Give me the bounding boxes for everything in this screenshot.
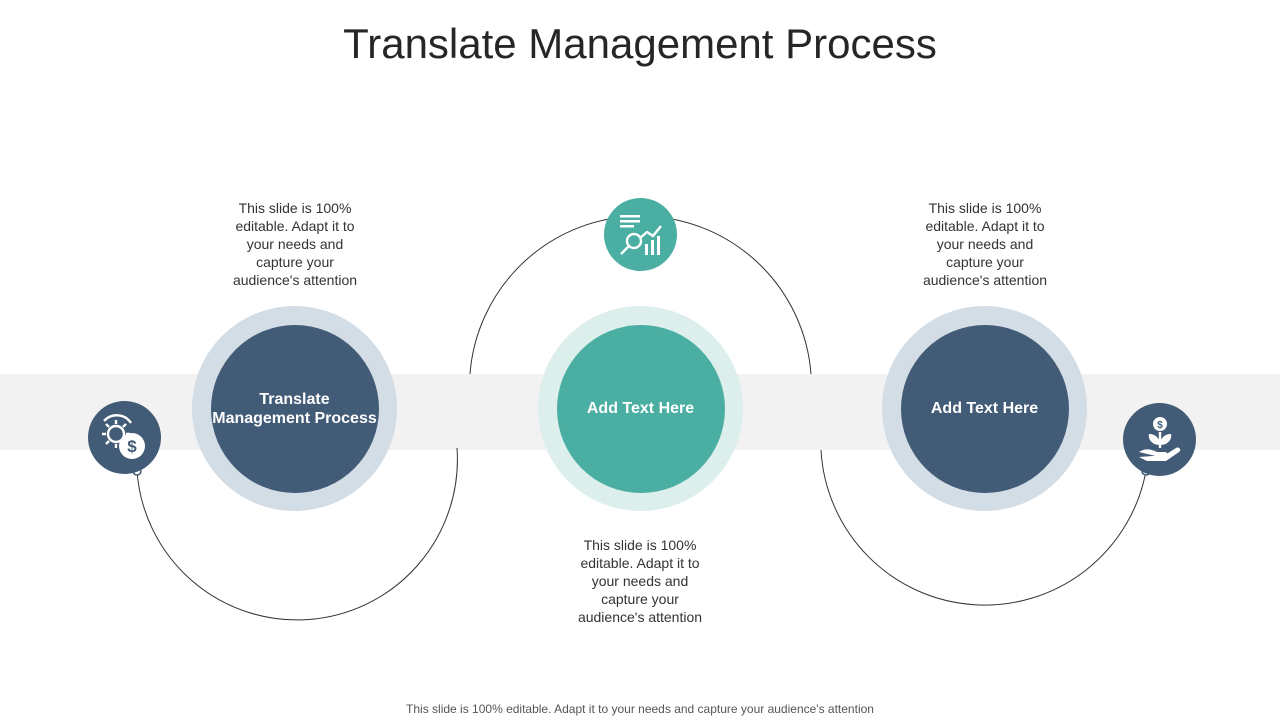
node-2-ring: Add Text Here bbox=[538, 306, 743, 511]
node-2-description: This slide is 100% editable. Adapt it to… bbox=[577, 537, 703, 625]
node-3-label: Add Text Here bbox=[930, 400, 1039, 417]
analytics-magnifier-icon bbox=[604, 198, 677, 271]
page-title: Translate Management Process bbox=[343, 20, 937, 67]
node-1-disc: Translate Management Process bbox=[210, 324, 379, 493]
svg-text:$: $ bbox=[127, 437, 137, 456]
connector-arc-left bbox=[136, 447, 458, 621]
node-3-disc: Add Text Here bbox=[900, 324, 1069, 493]
node-1-label: Translate Management Process bbox=[212, 390, 377, 427]
svg-text:$: $ bbox=[1157, 420, 1163, 431]
money-plant-hand-icon: $ bbox=[1123, 403, 1196, 476]
node-1-ring: Translate Management Process bbox=[192, 306, 397, 511]
node-3-description: This slide is 100% editable. Adapt it to… bbox=[922, 200, 1048, 288]
gear-dollar-icon: $ bbox=[88, 401, 161, 474]
node-3-ring: Add Text Here bbox=[882, 306, 1087, 511]
connector-arc-right bbox=[820, 449, 1147, 606]
footer-note: This slide is 100% editable. Adapt it to… bbox=[406, 702, 874, 716]
node-1-description: This slide is 100% editable. Adapt it to… bbox=[232, 200, 358, 288]
node-2-label: Add Text Here bbox=[586, 400, 695, 417]
node-2-disc: Add Text Here bbox=[556, 324, 725, 493]
